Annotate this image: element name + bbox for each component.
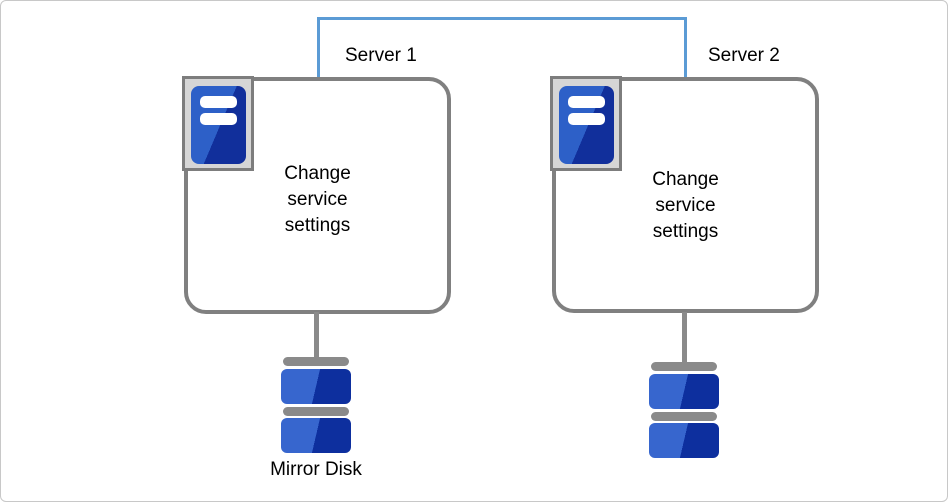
disk-cap xyxy=(651,362,717,371)
server-tower-body xyxy=(191,86,246,164)
server1-disk-link-line xyxy=(314,312,319,358)
server1-label: Server 1 xyxy=(345,45,417,66)
server-tower-icon xyxy=(182,76,254,171)
server-interconnect-line xyxy=(317,17,687,77)
server1-action-text: Change service settings xyxy=(284,163,351,236)
disk-platter xyxy=(649,374,719,409)
mirror-disk-icon xyxy=(281,357,351,453)
server-tower-slot xyxy=(568,96,605,108)
disk-platter xyxy=(649,423,719,458)
server2-label: Server 2 xyxy=(708,45,780,66)
server-tower-slot xyxy=(568,113,605,125)
disk-cap xyxy=(283,357,349,366)
disk-cap xyxy=(651,412,717,421)
server-tower-body xyxy=(559,86,614,164)
server2-disk-link-line xyxy=(682,312,687,363)
mirror-disk-label: Mirror Disk xyxy=(270,459,362,480)
server-tower-slot xyxy=(200,113,237,125)
mirror-disk-icon xyxy=(649,362,719,458)
disk-platter xyxy=(281,418,351,453)
server-tower-icon xyxy=(550,76,622,171)
server-tower-slot xyxy=(200,96,237,108)
server2-action-text: Change service settings xyxy=(652,169,719,242)
disk-cap xyxy=(283,407,349,416)
disk-platter xyxy=(281,369,351,404)
